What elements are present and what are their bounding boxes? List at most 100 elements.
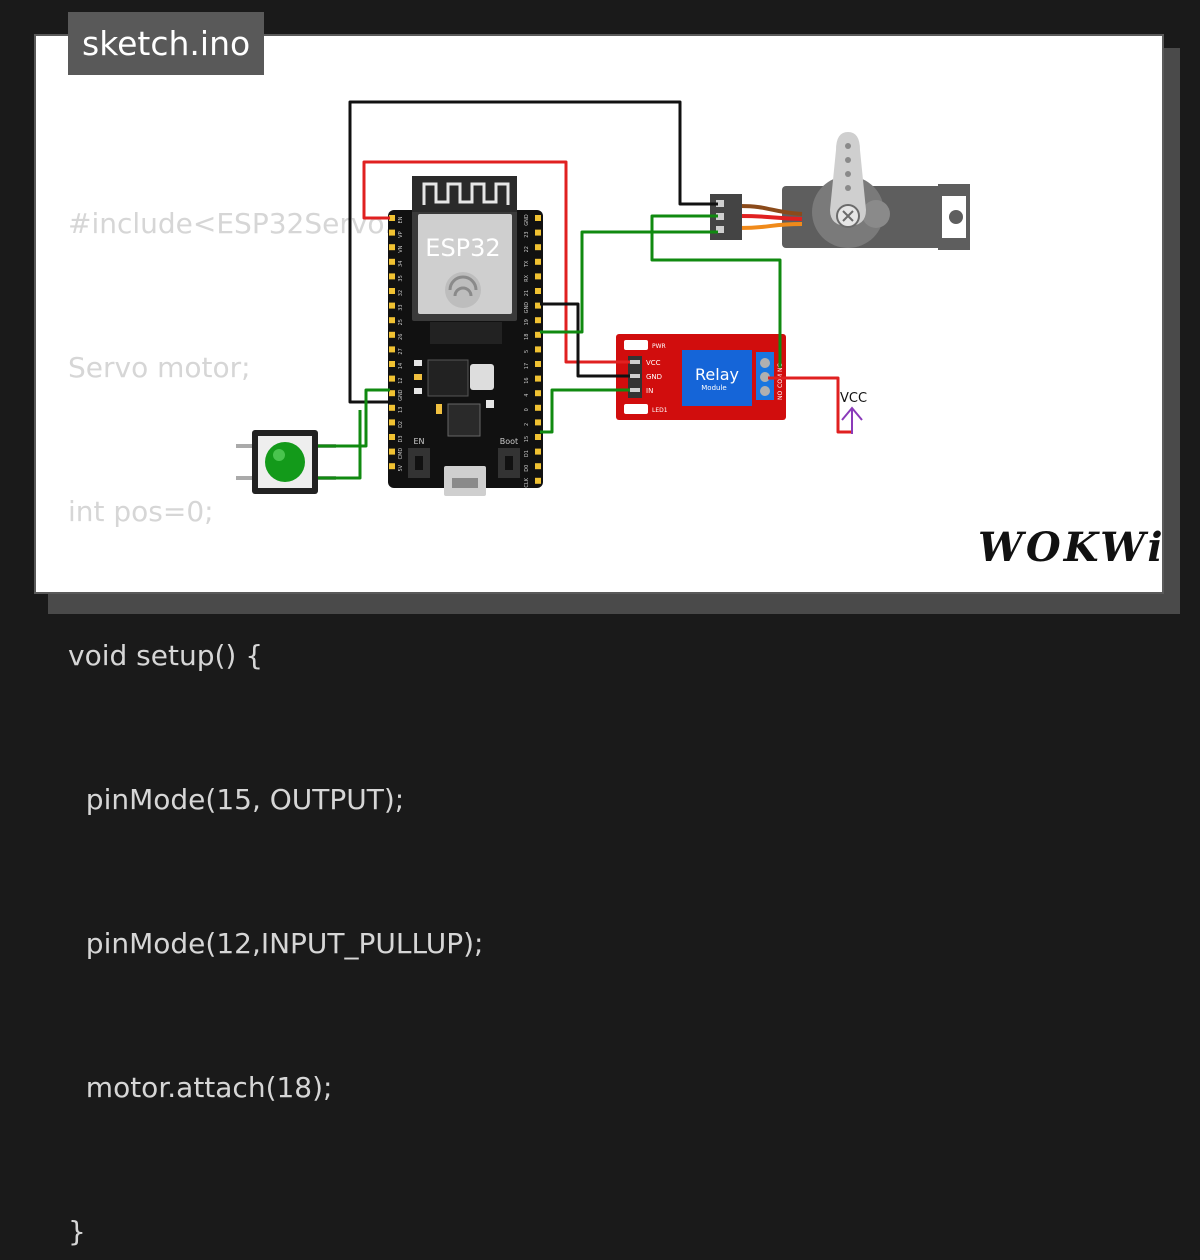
wire-black-servo-gnd[interactable] [348,100,718,404]
sketch-title[interactable]: sketch.ino [68,12,265,75]
smd-component [414,360,422,366]
esp32-pin[interactable] [389,375,395,382]
esp32-pin-label: GND [524,214,530,226]
button-highlight [273,449,285,461]
esp32-pin[interactable] [535,215,541,221]
wire-green-button-1[interactable] [318,388,390,448]
smd-component [414,388,422,394]
servo-mount-hole [949,210,963,224]
esp32-pin-label: VP [398,231,404,237]
esp32-pin[interactable] [389,419,395,426]
esp32-pin[interactable] [389,448,395,455]
esp32-pin[interactable] [389,331,395,338]
espressif-logo-icon [445,272,481,308]
servo-lead-red [739,214,803,221]
push-button[interactable] [236,430,336,494]
esp32-pin[interactable] [535,419,541,426]
esp32-pin[interactable] [535,463,541,470]
terminal-no-label: NO [777,391,784,400]
esp32-pin-label: VN [398,245,404,252]
esp32-pin-label: RX [524,274,530,281]
esp32-label: ESP32 [425,234,500,262]
esp32-pin-label: 18 [524,334,530,340]
esp32-pin[interactable] [389,244,395,251]
relay-module[interactable]: Relay Module VCC GND IN PWR LED1 NO COM … [616,334,786,420]
esp32-pin-label: CLK [524,477,530,487]
servo-horn[interactable] [830,132,866,226]
relay-pin [630,388,640,392]
servo-lead-orange [739,222,803,230]
pwr-led [624,340,648,350]
esp32-pin-label: 0 [524,408,530,411]
button-cap[interactable] [265,442,305,482]
esp32-pin-label: 14 [398,363,404,369]
terminal-screw-icon [760,372,770,382]
status-led [624,404,648,414]
wire-green-servo-vcc[interactable] [650,214,782,368]
relay-pin [630,360,640,364]
code-line: } [68,1215,86,1248]
esp32-pin-label: 5 [524,350,530,353]
terminal-screw-icon [760,358,770,368]
wire-green-servo-signal[interactable] [540,230,718,334]
esp32-board[interactable]: ESP32 EN Boot ENVPVN343532332526271412GN… [388,176,543,496]
esp32-pin[interactable] [535,302,541,309]
esp32-pin[interactable] [535,361,541,367]
esp32-pin[interactable] [389,317,395,324]
esp32-pin[interactable] [535,258,541,265]
wire-green-relay-in[interactable] [540,388,630,434]
horn-hole [845,185,851,191]
esp32-pin[interactable] [535,375,541,382]
esp32-pin-label: 13 [398,407,404,413]
usb-port-inner [452,478,478,488]
wire-green-button-2[interactable] [318,410,362,480]
esp32-pin[interactable] [389,463,395,470]
esp32-pin[interactable] [389,215,395,221]
wokwi-logo[interactable]: WOKWi [978,524,1166,571]
circuit-diagram: ESP32 EN Boot ENVPVN343532332526271412GN… [236,100,970,496]
esp32-pin[interactable] [535,477,541,484]
esp32-pin-label: TX [524,260,530,268]
esp32-shield [418,214,512,314]
preview-card [34,34,1164,594]
esp32-pin-label: 33 [398,304,404,310]
esp32-pin[interactable] [535,331,541,338]
esp32-pin[interactable] [389,258,395,265]
wire-red-terminal-vcc[interactable] [768,376,852,434]
esp32-pin[interactable] [535,404,541,411]
esp32-pin[interactable] [389,390,395,397]
servo-mount-tab [938,184,970,250]
vcc-label: VCC [840,391,867,406]
antenna-trace-icon [422,182,510,205]
servo-secondary-gear [862,200,890,228]
code-line: motor.attach(18); [68,1071,333,1104]
esp32-pin[interactable] [389,229,395,236]
esp32-pin-label: 19 [524,319,530,325]
esp32-pin[interactable] [389,404,395,411]
terminal-com-label: COM [777,374,784,388]
vcc-symbol: VCC [840,391,867,434]
esp32-pin[interactable] [389,273,395,280]
servo-motor[interactable] [710,132,970,250]
esp32-pin[interactable] [389,434,395,440]
esp32-pin-label: D2 [398,421,404,428]
button-lead [236,444,256,448]
esp32-pin[interactable] [389,361,395,367]
esp32-pin[interactable] [535,448,541,455]
esp32-pin[interactable] [389,346,395,353]
esp32-pin[interactable] [535,390,541,397]
esp32-pin[interactable] [535,317,541,324]
esp32-pin-label: 4 [524,394,530,397]
wire-black-relay-gnd[interactable] [540,302,630,378]
esp32-pin[interactable] [535,288,541,294]
esp32-pin[interactable] [535,229,541,236]
esp32-pin[interactable] [535,346,541,353]
esp32-pin[interactable] [389,288,395,294]
terminal-screw-icon [760,386,770,396]
wires [318,100,852,480]
esp32-pin[interactable] [389,302,395,309]
esp32-pin[interactable] [535,273,541,280]
esp32-pin[interactable] [535,244,541,251]
relay-pin-vcc-label: VCC [646,359,661,367]
esp32-pin[interactable] [535,434,541,440]
